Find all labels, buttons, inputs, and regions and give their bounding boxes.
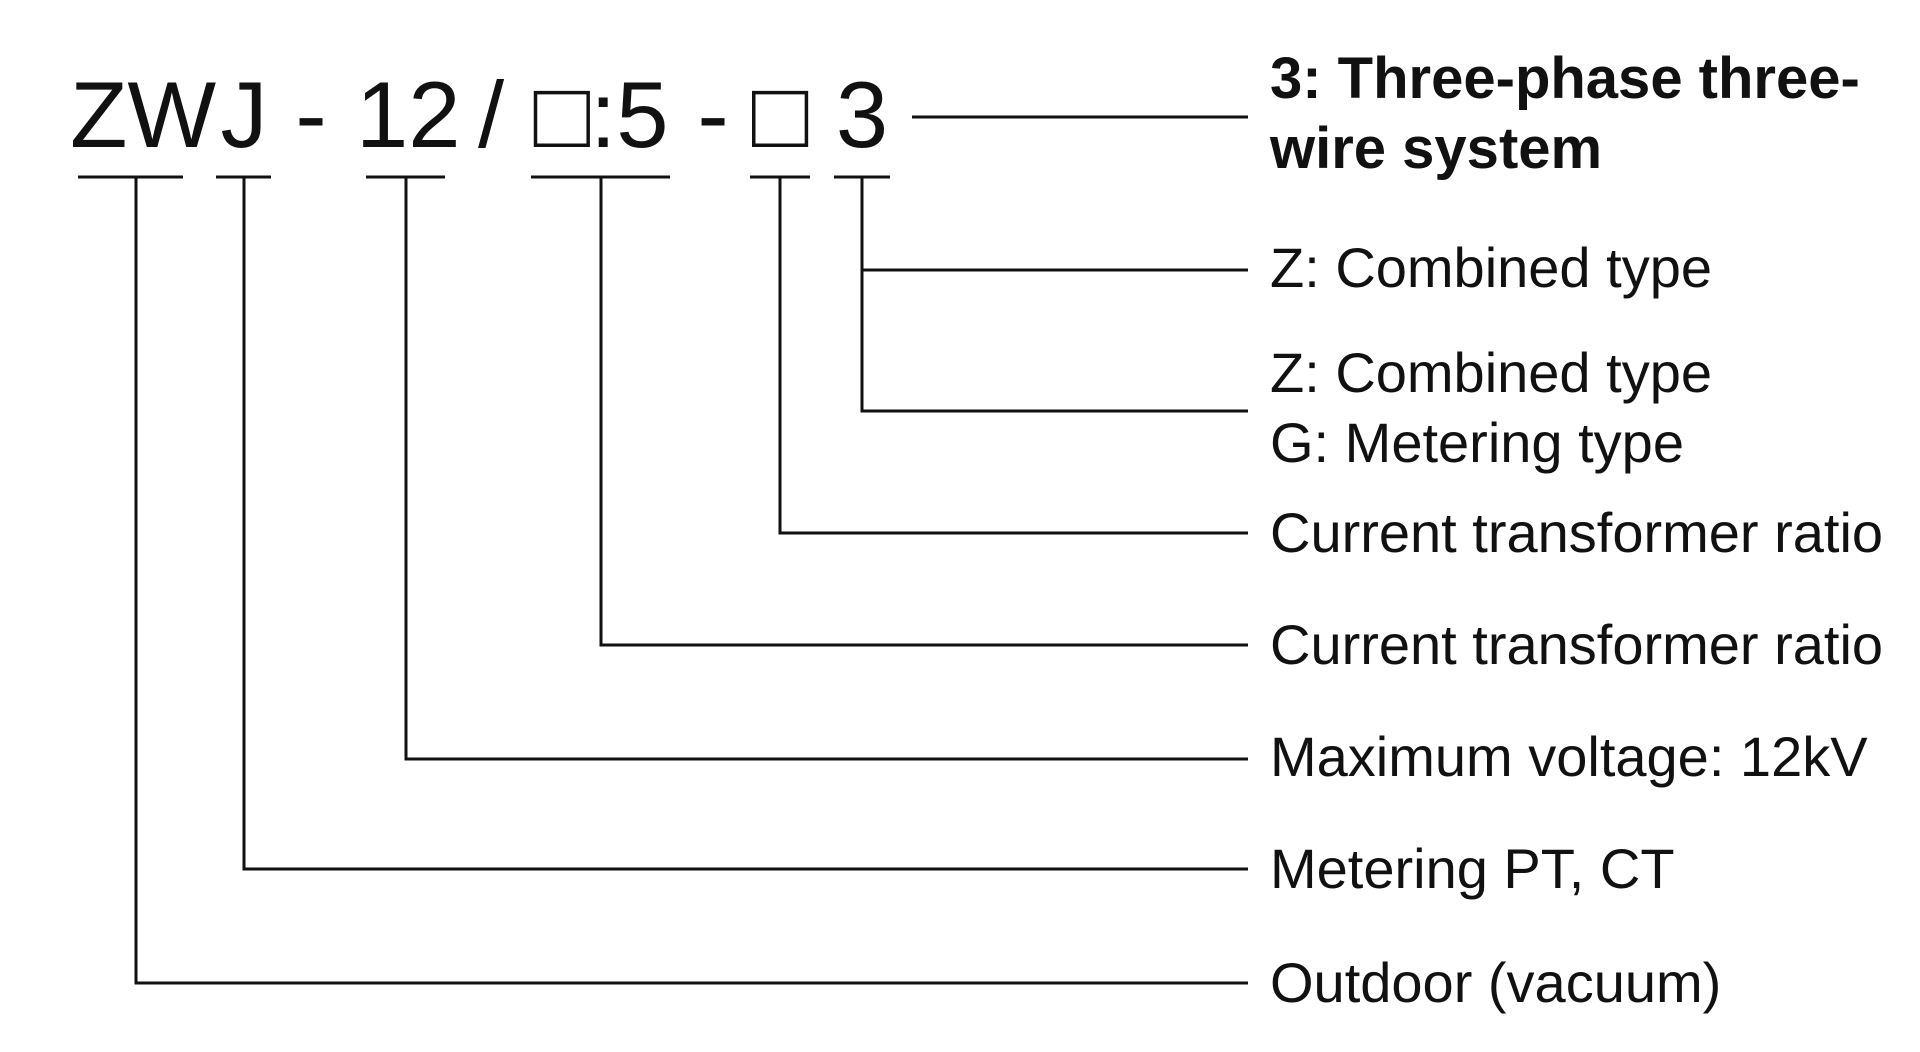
code-separator-dash-2: - — [697, 62, 729, 167]
desc-three-phase-line1: 3: Three-phase three- — [1270, 46, 1860, 111]
connector-outdoor — [134, 177, 1248, 985]
desc-metering-type: G: Metering type — [1270, 411, 1684, 474]
code-segment-3: 3 — [835, 62, 889, 167]
desc-ct-ratio-1: Current transformer ratio — [1270, 501, 1884, 564]
connector-max-voltage — [404, 177, 1248, 761]
connector-combined-2 — [860, 270, 1248, 413]
desc-outdoor: Outdoor (vacuum) — [1270, 951, 1722, 1014]
connector-ct-ratio-1 — [778, 177, 1248, 535]
desc-combined-type-2: Z: Combined type — [1270, 341, 1712, 404]
desc-ct-ratio-2: Current transformer ratio — [1270, 613, 1884, 676]
connector-metering-pt-ct — [242, 177, 1248, 871]
desc-metering-pt-ct: Metering PT, CT — [1270, 837, 1675, 900]
code-separator-dash: - — [295, 62, 327, 167]
connector-combined-1 — [860, 177, 1248, 272]
desc-combined-type-1: Z: Combined type — [1270, 236, 1712, 299]
code-segment-12: 12 — [356, 62, 461, 167]
code-segment-j: J — [220, 62, 268, 167]
desc-three-phase-line2: wire system — [1270, 116, 1603, 181]
code-segment-box: □ — [751, 62, 809, 167]
connector-ct-ratio-2 — [599, 177, 1248, 647]
code-segment-zw: ZW — [70, 62, 217, 167]
desc-max-voltage: Maximum voltage: 12kV — [1270, 725, 1868, 788]
code-separator-slash: / — [477, 62, 505, 167]
code-segment-ratio: □:5 — [533, 62, 669, 167]
